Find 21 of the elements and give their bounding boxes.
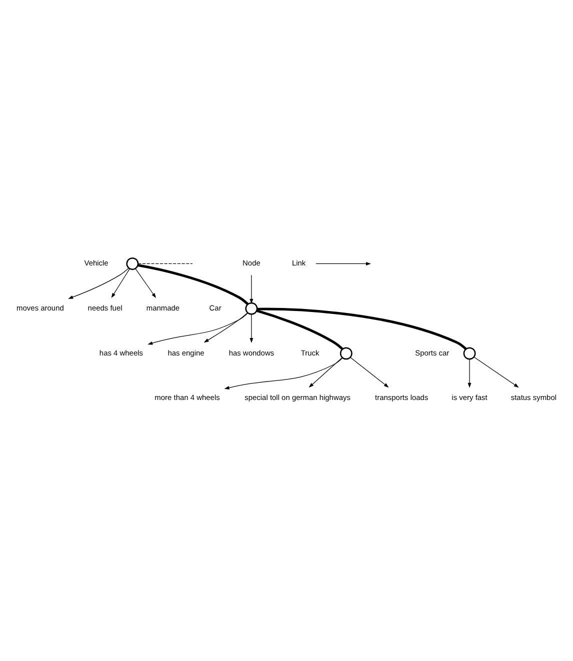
- node-circle: [340, 346, 352, 360]
- connector: [257, 307, 467, 350]
- arrow: [350, 356, 389, 388]
- node-circle: [126, 256, 139, 270]
- arrow: [204, 312, 248, 342]
- arrow: [250, 313, 254, 342]
- connector: [256, 308, 344, 350]
- arrow: [316, 261, 371, 265]
- arrow: [68, 267, 130, 298]
- arrow: [468, 358, 472, 388]
- arrow: [148, 312, 248, 344]
- arrow: [250, 274, 254, 304]
- arrow: [135, 268, 156, 298]
- connector: [138, 262, 193, 264]
- connector: [138, 264, 249, 305]
- arrow: [308, 356, 342, 388]
- arrow: [224, 357, 343, 389]
- node-circle: [245, 302, 258, 314]
- node-circle: [463, 346, 476, 360]
- arrow: [111, 268, 130, 298]
- arrow: [474, 356, 519, 388]
